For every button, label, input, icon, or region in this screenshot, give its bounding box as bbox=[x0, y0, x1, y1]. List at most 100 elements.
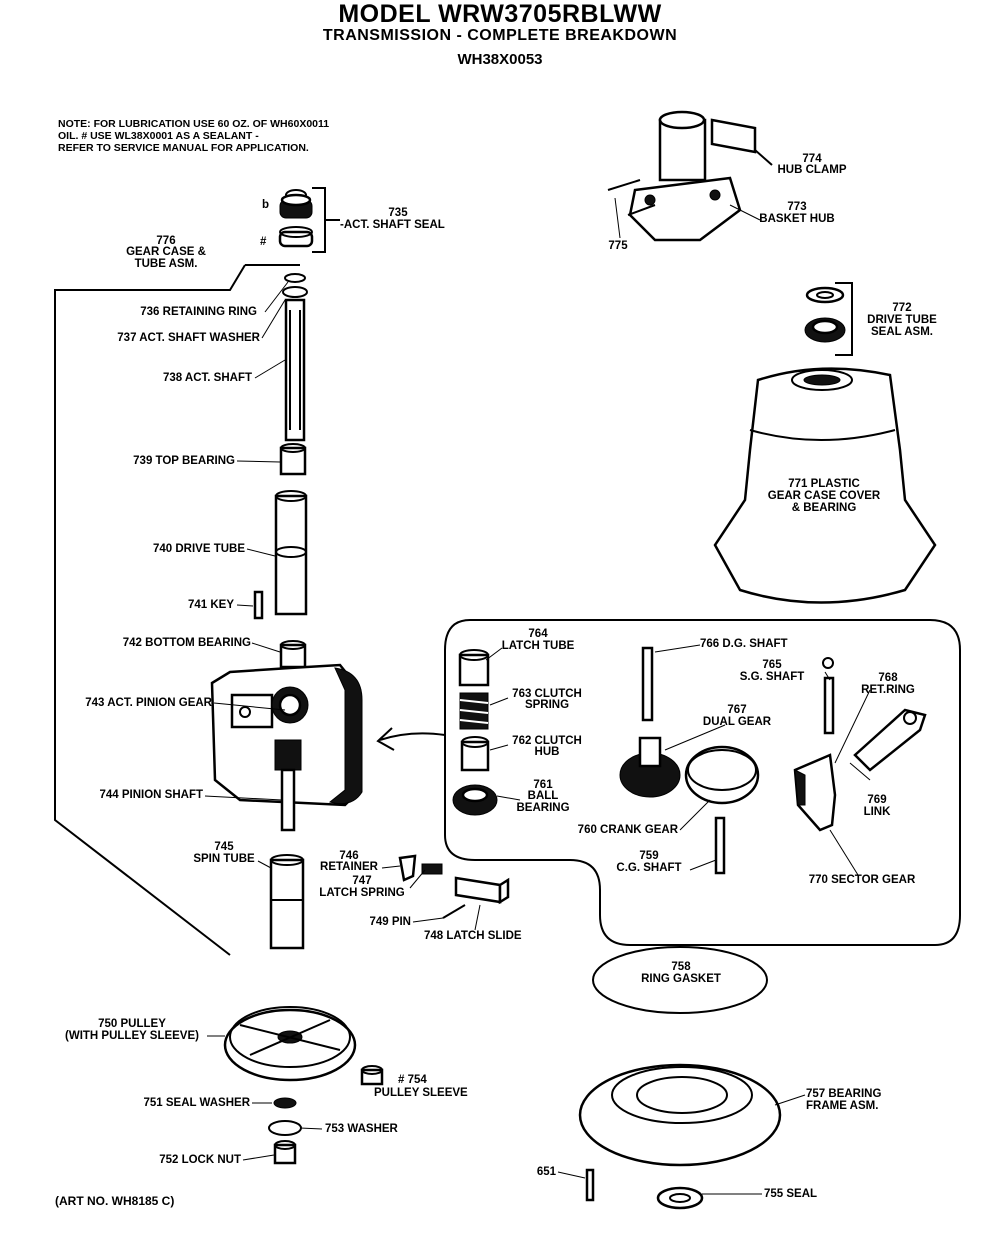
hub-clamp bbox=[710, 118, 757, 154]
label-741: 741 KEY bbox=[187, 599, 234, 611]
gear-case-outline bbox=[54, 264, 300, 956]
label-738: 738 ACT. SHAFT bbox=[162, 372, 252, 384]
latch-slide bbox=[442, 876, 510, 919]
note-line-1: NOTE: FOR LUBRICATION USE 60 OZ. OF WH60… bbox=[58, 118, 330, 130]
label-744: 744 PINION SHAFT bbox=[99, 789, 203, 801]
lock-nut bbox=[273, 1140, 297, 1165]
key bbox=[253, 590, 264, 620]
pinion-shaft bbox=[280, 768, 296, 832]
label-735-name: -ACT. SHAFT SEAL bbox=[340, 219, 445, 231]
drive-tube bbox=[274, 490, 308, 616]
label-776-name-1: GEAR CASE & bbox=[126, 246, 206, 258]
link bbox=[853, 708, 927, 772]
gear-case-body bbox=[210, 663, 363, 807]
label-772-name-2: SEAL ASM. bbox=[871, 326, 933, 338]
label-764-number: 764 bbox=[528, 628, 548, 640]
label-768-name: RET.RING bbox=[861, 684, 915, 696]
label-759-number: 759 bbox=[639, 850, 659, 862]
label-765-name: S.G. SHAFT bbox=[739, 671, 805, 683]
label-767-number: 767 bbox=[727, 704, 747, 716]
top-bearing bbox=[279, 443, 307, 476]
label-774-name: HUB CLAMP bbox=[777, 164, 847, 176]
label-776-name-2: TUBE ASM. bbox=[134, 258, 198, 270]
bearing-frame bbox=[578, 1063, 782, 1167]
label-759-name: C.G. SHAFT bbox=[616, 862, 682, 874]
page-title: MODEL WRW3705RBLWW bbox=[338, 0, 662, 28]
crank-gear bbox=[684, 745, 760, 805]
label-758-name: RING GASKET bbox=[641, 973, 721, 985]
cg-shaft bbox=[714, 816, 726, 875]
art-number: (ART NO. WH8185 C) bbox=[55, 1194, 175, 1208]
bottom-bearing bbox=[279, 640, 307, 669]
label-752: 752 LOCK NUT bbox=[159, 1154, 241, 1166]
label-750-line-1: 750 PULLEY bbox=[98, 1018, 166, 1030]
label-776-number: 776 bbox=[156, 235, 176, 247]
label-757-line-2: FRAME ASM. bbox=[806, 1100, 879, 1112]
sg-shaft bbox=[823, 676, 835, 735]
retainer bbox=[398, 854, 417, 882]
pulley bbox=[223, 1006, 357, 1082]
label-773-name: BASKET HUB bbox=[759, 213, 835, 225]
label-736: 736 RETAINING RING bbox=[140, 306, 257, 318]
label-772-name-1: DRIVE TUBE bbox=[867, 314, 937, 326]
label-651: 651 bbox=[536, 1166, 556, 1178]
latch-tube bbox=[458, 649, 490, 687]
gear-case-cover bbox=[713, 367, 937, 604]
label-774-number: 774 bbox=[802, 153, 822, 165]
label-770: 770 SECTOR GEAR bbox=[808, 874, 916, 886]
label-746-number: 746 bbox=[339, 850, 359, 862]
label-761-line-2: BALL bbox=[527, 790, 559, 802]
label-750-line-2: (WITH PULLEY SLEEVE) bbox=[65, 1030, 199, 1042]
label-745-number: 745 bbox=[214, 841, 234, 853]
label-765-number: 765 bbox=[762, 659, 782, 671]
clutch-hub bbox=[460, 736, 490, 772]
label-773-number: 773 bbox=[787, 201, 807, 213]
leader-lines bbox=[204, 197, 871, 1195]
seal-755 bbox=[656, 1186, 704, 1210]
sector-gear bbox=[793, 753, 837, 832]
label-767-name: DUAL GEAR bbox=[702, 716, 772, 728]
note-line-3: REFER TO SERVICE MANUAL FOR APPLICATION. bbox=[58, 142, 309, 154]
label-737: 737 ACT. SHAFT WASHER bbox=[117, 332, 260, 344]
label-758-number: 758 bbox=[671, 961, 691, 973]
ball-bearing bbox=[452, 784, 498, 816]
label-762-line-1: 762 CLUTCH bbox=[512, 735, 582, 747]
label-745-name: SPIN TUBE bbox=[193, 853, 255, 865]
washer bbox=[268, 1120, 302, 1136]
act-shaft-washer bbox=[282, 286, 308, 298]
act-shaft-seal bbox=[278, 189, 314, 248]
subassembly-arrow bbox=[376, 727, 446, 751]
label-754-number: # 754 bbox=[398, 1074, 427, 1086]
seal-washer bbox=[273, 1097, 297, 1109]
seal-bracket bbox=[312, 187, 340, 253]
label-751: 751 SEAL WASHER bbox=[143, 1097, 250, 1109]
label-742: 742 BOTTOM BEARING bbox=[122, 637, 251, 649]
subassembly-enclosure bbox=[444, 619, 961, 946]
dg-shaft bbox=[641, 646, 654, 722]
pulley-sleeve bbox=[360, 1065, 384, 1086]
label-747-name: LATCH SPRING bbox=[319, 887, 405, 899]
ret-ring bbox=[822, 657, 834, 669]
spin-tube bbox=[269, 854, 305, 950]
label-771-line-3: & BEARING bbox=[791, 502, 857, 514]
label-753: 753 WASHER bbox=[325, 1123, 398, 1135]
label-749: 749 PIN bbox=[369, 916, 411, 928]
fastener-651 bbox=[585, 1168, 595, 1202]
label-763-line-2: SPRING bbox=[524, 699, 570, 711]
label-760: 760 CRANK GEAR bbox=[577, 824, 678, 836]
label-769-name: LINK bbox=[863, 806, 891, 818]
label-739: 739 TOP BEARING bbox=[133, 455, 235, 467]
label-763-line-1: 763 CLUTCH bbox=[512, 688, 582, 700]
clutch-spring bbox=[459, 692, 489, 730]
label-754-name: PULLEY SLEEVE bbox=[374, 1087, 468, 1099]
label-772-number: 772 bbox=[892, 302, 912, 314]
latch-spring bbox=[421, 863, 443, 875]
label-755: 755 SEAL bbox=[764, 1188, 818, 1200]
label-748: 748 LATCH SLIDE bbox=[424, 930, 522, 942]
basket-hub bbox=[607, 110, 742, 242]
label-771-line-1: 771 PLASTIC bbox=[788, 478, 860, 490]
assembly-part-number: WH38X0053 bbox=[457, 51, 543, 68]
label-764-name: LATCH TUBE bbox=[501, 640, 575, 652]
label-761-line-3: BEARING bbox=[516, 802, 570, 814]
